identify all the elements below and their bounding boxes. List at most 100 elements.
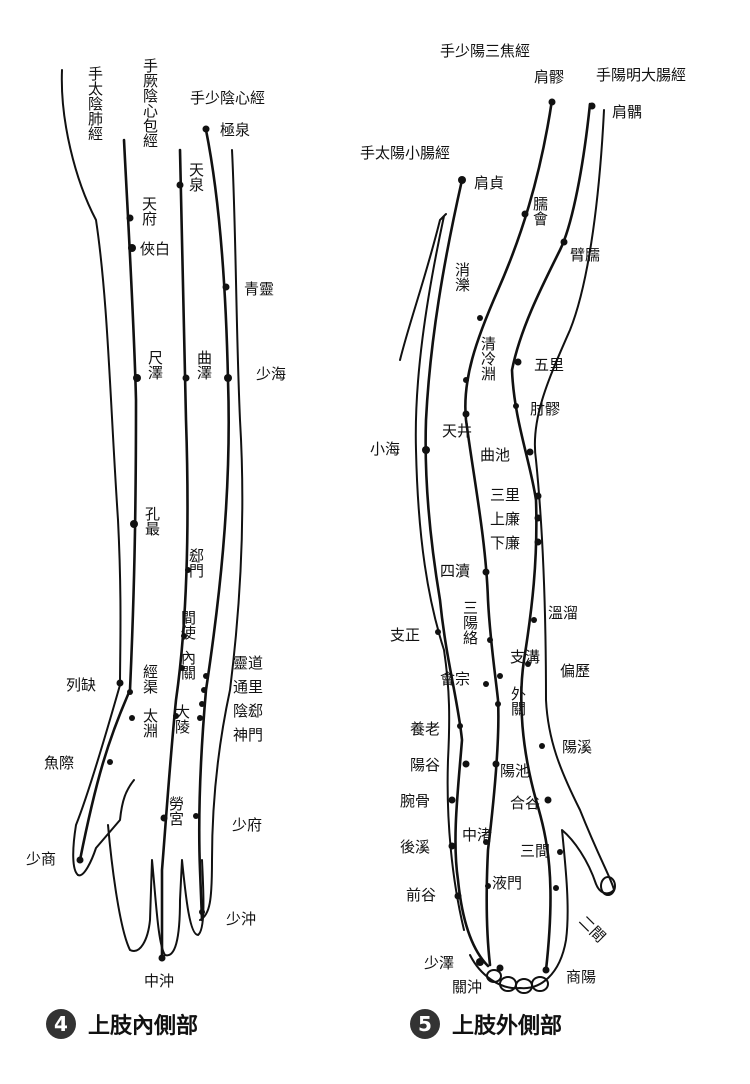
point-neiguan xyxy=(179,665,185,671)
label-xiabai: 俠白 xyxy=(140,240,170,258)
label-yinxi: 陰郄 xyxy=(233,702,263,720)
point-sanyangluo xyxy=(487,637,493,643)
point-erjian xyxy=(553,885,559,891)
label-tianquan: 天泉 xyxy=(187,162,205,192)
point-xiaoluo xyxy=(477,315,483,321)
label-triple-burner-meridian: 手少陽三焦經 xyxy=(440,42,530,60)
label-zhizheng: 支正 xyxy=(390,626,420,644)
label-naohui: 臑會 xyxy=(531,196,549,226)
label-sanjian: 三間 xyxy=(520,842,550,860)
inner-arm-outline-left xyxy=(60,69,122,876)
caption-outer-number: 5 xyxy=(410,1009,440,1039)
small-intestine-meridian-line xyxy=(424,178,490,968)
label-sanyangluo: 三陽絡 xyxy=(461,600,479,645)
point-yanglao xyxy=(457,723,463,729)
label-small-intestine-meridian: 手太陽小腸經 xyxy=(360,144,450,162)
point-yangchi xyxy=(492,760,500,768)
label-large-intestine-meridian: 手陽明大腸經 xyxy=(596,66,686,84)
label-shangyang: 商陽 xyxy=(566,968,596,986)
label-xialian: 下廉 xyxy=(490,534,520,552)
point-lingdao xyxy=(203,673,209,679)
label-shenmen: 神門 xyxy=(233,726,263,744)
point-quchi xyxy=(526,448,534,456)
label-zhongzhu: 中渚 xyxy=(462,826,492,844)
point-yangxi xyxy=(539,743,545,749)
label-zhouliao: 肘髎 xyxy=(530,400,560,418)
point-qinglengyuan xyxy=(463,377,469,383)
inner-points xyxy=(76,125,232,962)
label-daling: 大陵 xyxy=(173,704,191,734)
point-guanchong xyxy=(496,964,504,972)
outer-arm-outline-right xyxy=(533,109,615,891)
point-tianfu xyxy=(126,214,134,222)
point-jianzhen xyxy=(458,176,466,184)
label-shaoze: 少澤 xyxy=(424,954,454,972)
point-shangyang xyxy=(542,966,550,974)
point-qiangu xyxy=(454,892,462,900)
point-shaohai xyxy=(224,374,232,382)
point-jianliao xyxy=(548,98,556,106)
label-shaoshang: 少商 xyxy=(26,850,56,868)
point-sanli xyxy=(534,492,542,500)
label-wangu: 腕骨 xyxy=(400,792,430,810)
point-pianli xyxy=(525,661,531,667)
point-shaochong xyxy=(199,909,205,915)
label-laogong: 勞宮 xyxy=(167,796,185,826)
label-tianfu: 天府 xyxy=(140,196,158,227)
point-shaoze xyxy=(476,958,484,966)
label-shaofu: 少府 xyxy=(232,816,262,834)
point-wuli xyxy=(514,358,522,366)
point-zhongchong xyxy=(158,954,166,962)
label-quchi: 曲池 xyxy=(480,446,510,464)
lung-meridian-line xyxy=(78,138,138,862)
label-yemen: 液門 xyxy=(492,874,522,892)
point-taiyuan xyxy=(129,715,135,721)
point-waiguan xyxy=(495,701,501,707)
label-taiyuan: 太淵 xyxy=(141,708,159,738)
caption-inner: 4 上肢內側部 xyxy=(46,1008,198,1040)
label-jianshi: 間使 xyxy=(179,610,197,640)
point-shaoshang xyxy=(76,856,84,864)
point-jingqu xyxy=(127,689,133,695)
point-jianshi xyxy=(181,633,187,639)
point-jiquan xyxy=(202,125,210,133)
outer-arm-figure: 手少陽三焦經 手陽明大腸經 手太陽小腸經 肩髎 肩髃 肩貞 臑會 臂臑 消濼 清… xyxy=(360,42,686,996)
label-zhongchong: 中沖 xyxy=(144,972,174,990)
label-binao: 臂臑 xyxy=(570,246,600,264)
point-qingling xyxy=(222,283,230,291)
label-sanli: 三里 xyxy=(490,486,520,504)
point-tianquan xyxy=(176,181,184,189)
caption-inner-text: 上肢內側部 xyxy=(88,1014,199,1039)
label-pericardium-meridian: 手厥陰心包經 xyxy=(141,58,159,148)
label-sidu: 四瀆 xyxy=(440,562,470,580)
label-chize: 尺澤 xyxy=(146,350,164,380)
label-tianjing: 天井 xyxy=(442,422,472,440)
label-ximen: 郄門 xyxy=(187,548,205,579)
point-yemen xyxy=(485,883,491,889)
point-ximen xyxy=(185,567,191,573)
label-erjian: 二間 xyxy=(575,912,609,946)
point-sanjian xyxy=(557,849,563,855)
label-lung-meridian: 手太陰肺經 xyxy=(86,66,104,141)
point-yuji xyxy=(107,759,113,765)
label-jianyu: 肩髃 xyxy=(612,103,642,121)
outer-fingertips xyxy=(486,876,616,994)
label-neiguan: 內關 xyxy=(179,650,197,680)
label-jianzhen: 肩貞 xyxy=(474,174,504,192)
heart-meridian-line xyxy=(197,128,230,922)
point-shaofu xyxy=(193,813,199,819)
label-xiaoluo: 消濼 xyxy=(453,262,471,292)
large-intestine-meridian-line xyxy=(510,102,592,972)
caption-inner-number: 4 xyxy=(46,1009,76,1039)
point-kongzui xyxy=(130,520,138,528)
point-sidu xyxy=(482,568,490,576)
label-zhigou: 支溝 xyxy=(510,648,540,666)
point-yanggu xyxy=(462,760,470,768)
point-chize xyxy=(133,374,141,382)
point-shenmen xyxy=(197,715,203,721)
label-guanchong: 關沖 xyxy=(452,978,482,996)
point-tongli xyxy=(201,687,207,693)
label-wuli: 五里 xyxy=(534,356,564,374)
label-yuji: 魚際 xyxy=(44,754,74,772)
pericardium-meridian-line xyxy=(160,148,189,962)
